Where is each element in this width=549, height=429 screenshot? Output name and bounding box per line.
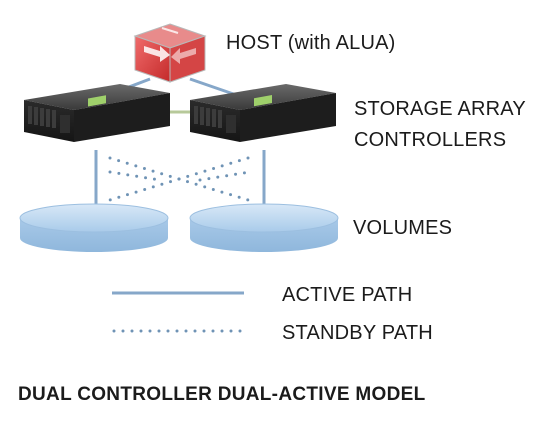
diagram-title: DUAL CONTROLLER DUAL-ACTIVE MODEL: [18, 384, 426, 405]
controllers-label: STORAGE ARRAY CONTROLLERS: [354, 94, 526, 156]
active-path-volume-links: [94, 150, 266, 206]
storage-controller-right: [190, 84, 336, 142]
controllers-label-line1: STORAGE ARRAY: [354, 98, 526, 120]
standby-path-links: [108, 156, 252, 202]
legend-standby-path-label: STANDBY PATH: [282, 322, 433, 344]
volume-left: [19, 203, 169, 252]
storage-controller-left: [24, 84, 170, 142]
volumes-label: VOLUMES: [353, 217, 453, 239]
volume-right: [189, 203, 339, 252]
legend-active-path-label: ACTIVE PATH: [282, 284, 413, 306]
host-label: HOST (with ALUA): [226, 32, 396, 54]
controllers-label-line2: CONTROLLERS: [354, 129, 507, 151]
host-icon: [133, 23, 207, 83]
